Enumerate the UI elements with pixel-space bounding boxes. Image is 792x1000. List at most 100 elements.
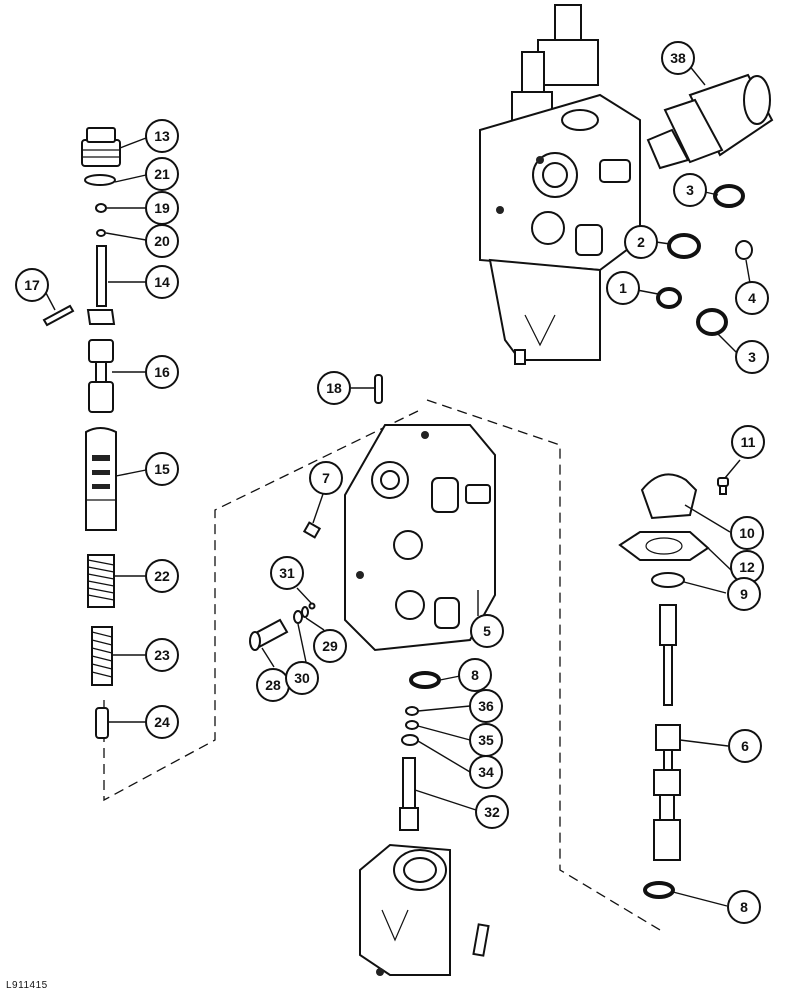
lower-housing-part xyxy=(359,843,490,976)
seal-part-30 xyxy=(293,610,303,624)
callout-11: 11 xyxy=(731,425,765,459)
svg-text:2: 2 xyxy=(637,234,645,250)
callout-38: 38 xyxy=(661,41,695,75)
svg-text:38: 38 xyxy=(670,50,686,66)
callout-12: 12 xyxy=(730,550,764,584)
svg-text:4: 4 xyxy=(748,290,756,306)
callout-22: 22 xyxy=(145,559,179,593)
svg-text:32: 32 xyxy=(484,804,500,820)
svg-text:7: 7 xyxy=(322,470,330,486)
callout-14: 14 xyxy=(145,265,179,299)
ring-part-3a xyxy=(713,184,745,208)
svg-text:23: 23 xyxy=(154,647,170,663)
callout-17: 17 xyxy=(15,268,49,302)
spring-small-part xyxy=(91,626,113,686)
callout-21: 21 xyxy=(145,157,179,191)
svg-text:14: 14 xyxy=(154,274,170,290)
ring-part-1 xyxy=(656,287,682,309)
callout-32: 32 xyxy=(475,795,509,829)
svg-text:36: 36 xyxy=(478,698,494,714)
svg-text:20: 20 xyxy=(154,233,170,249)
svg-text:22: 22 xyxy=(154,568,170,584)
callout-9: 9 xyxy=(727,577,761,611)
callout-31: 31 xyxy=(270,556,304,590)
svg-text:15: 15 xyxy=(154,461,170,477)
callout-35: 35 xyxy=(469,723,503,757)
svg-text:11: 11 xyxy=(741,434,756,450)
callout-36: 36 xyxy=(469,689,503,723)
pin-part xyxy=(42,304,75,327)
svg-text:13: 13 xyxy=(154,128,170,144)
seal-part-29 xyxy=(301,606,309,618)
nut-part xyxy=(95,203,107,213)
stem-part xyxy=(86,245,116,325)
callout-24: 24 xyxy=(145,705,179,739)
callout-3-lower: 3 xyxy=(735,340,769,374)
callout-20: 20 xyxy=(145,224,179,258)
svg-text:21: 21 xyxy=(154,166,170,182)
svg-text:18: 18 xyxy=(326,380,342,396)
ring-part-3b xyxy=(696,308,728,336)
right-spool-stack xyxy=(618,473,729,899)
svg-text:31: 31 xyxy=(279,565,295,581)
callout-8-right: 8 xyxy=(727,890,761,924)
callout-7: 7 xyxy=(309,461,343,495)
leader-lines xyxy=(45,63,751,907)
check-stem-part xyxy=(399,757,419,831)
svg-text:28: 28 xyxy=(265,677,281,693)
spool-part xyxy=(88,339,114,413)
washer-part xyxy=(96,229,106,237)
callout-23: 23 xyxy=(145,638,179,672)
callout-18: 18 xyxy=(317,371,351,405)
svg-text:17: 17 xyxy=(24,277,40,293)
svg-text:29: 29 xyxy=(322,638,338,654)
callout-10: 10 xyxy=(730,516,764,550)
callout-19: 19 xyxy=(145,191,179,225)
plug-part xyxy=(81,127,121,167)
callout-30: 30 xyxy=(285,661,319,695)
callout-6: 6 xyxy=(728,729,762,763)
callout-13: 13 xyxy=(145,119,179,153)
sleeve-part xyxy=(85,427,117,531)
svg-text:1: 1 xyxy=(619,280,627,296)
o-ring-part xyxy=(84,174,116,186)
svg-text:34: 34 xyxy=(478,764,494,780)
spring-large-part xyxy=(87,554,115,608)
ring-part-8a xyxy=(409,671,441,689)
svg-text:30: 30 xyxy=(294,670,310,686)
ball-part-31 xyxy=(308,602,316,610)
callout-3-upper: 3 xyxy=(673,173,707,207)
callout-8-center: 8 xyxy=(458,658,492,692)
svg-text:8: 8 xyxy=(740,899,748,915)
callout-5: 5 xyxy=(470,614,504,648)
callout-29: 29 xyxy=(313,629,347,663)
svg-text:8: 8 xyxy=(471,667,479,683)
seal-part-36 xyxy=(405,706,419,716)
svg-text:5: 5 xyxy=(483,623,491,639)
callout-4: 4 xyxy=(735,281,769,315)
callout-2: 2 xyxy=(624,225,658,259)
plug-small-part xyxy=(302,521,322,539)
svg-text:9: 9 xyxy=(740,586,748,602)
washer-part-4 xyxy=(735,240,753,260)
svg-text:24: 24 xyxy=(154,714,170,730)
svg-text:3: 3 xyxy=(748,349,756,365)
callout-28: 28 xyxy=(256,668,290,702)
svg-text:6: 6 xyxy=(741,738,749,754)
callout-34: 34 xyxy=(469,755,503,789)
svg-text:12: 12 xyxy=(739,559,755,575)
rod-part xyxy=(95,707,109,739)
callout-16: 16 xyxy=(145,355,179,389)
seal-part-35 xyxy=(405,720,419,730)
valve-section-body xyxy=(344,374,496,652)
svg-text:19: 19 xyxy=(154,200,170,216)
svg-text:16: 16 xyxy=(154,364,170,380)
assembly-dash-lines xyxy=(103,399,661,931)
svg-text:10: 10 xyxy=(739,525,755,541)
valve-assembly-top xyxy=(479,4,641,365)
adjust-screw-part xyxy=(249,618,289,651)
figure-reference-code: L911415 xyxy=(6,980,48,991)
callout-15: 15 xyxy=(145,452,179,486)
seal-part-34 xyxy=(401,734,419,746)
svg-text:3: 3 xyxy=(686,182,694,198)
